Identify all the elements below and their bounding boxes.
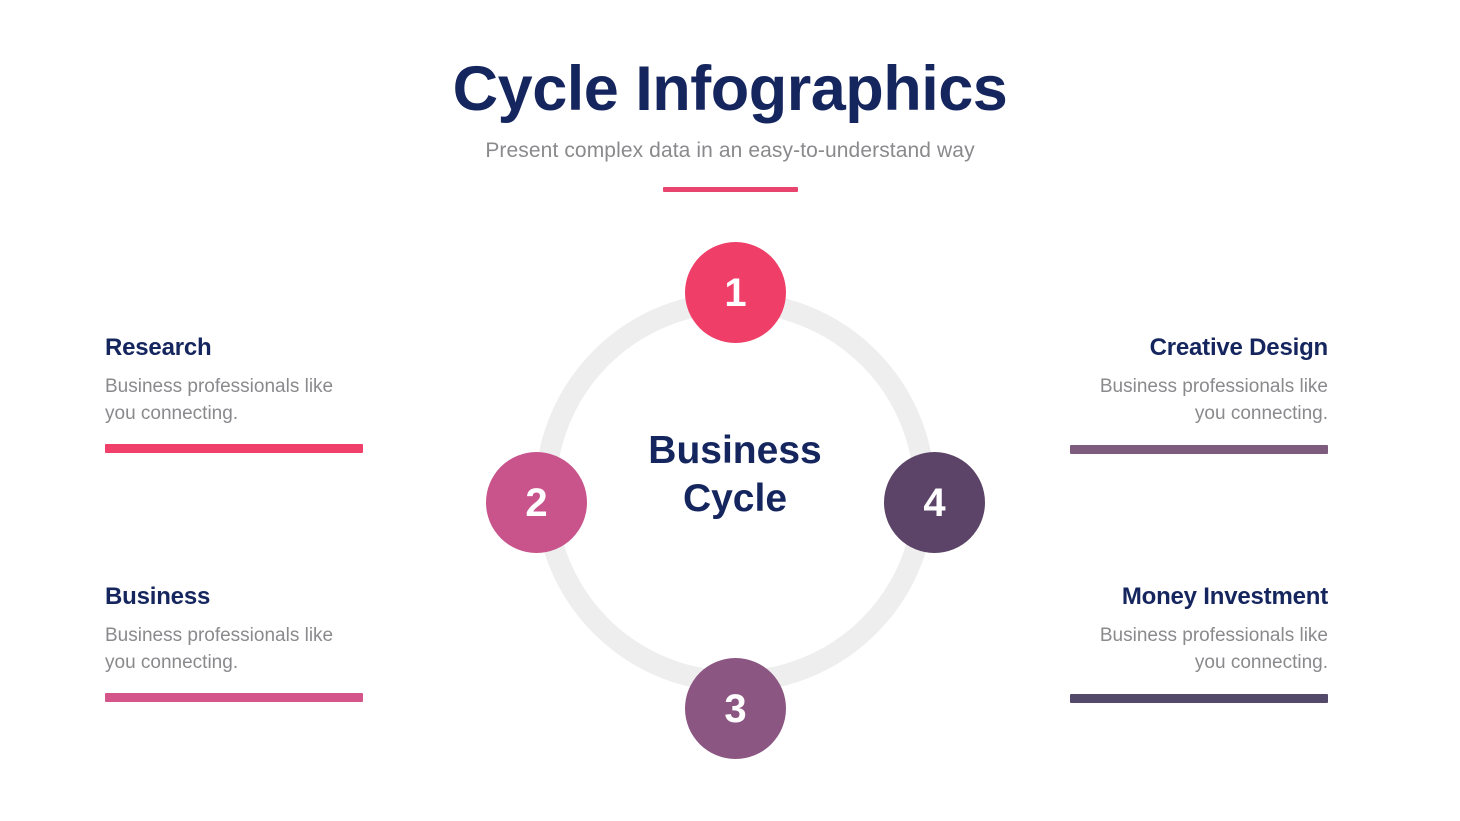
info-block-research-bar	[105, 443, 363, 453]
info-block-business-title: Business	[105, 583, 211, 610]
info-block-creative-design-description: Business professionals like you connecti…	[1099, 375, 1328, 425]
cycle-center-label: Business Cycle	[585, 427, 885, 522]
info-block-creative-design[interactable]: Creative Design Business professionals l…	[1070, 334, 1328, 454]
info-block-money-investment-title: Money Investment	[1121, 583, 1328, 610]
cycle-node-1-number: 1	[724, 270, 747, 315]
cycle-center-label-line-1: Business	[648, 429, 822, 472]
header: Cycle Infographics Present complex data …	[0, 0, 1460, 193]
cycle-node-3[interactable]: 3	[685, 658, 786, 759]
info-block-money-investment[interactable]: Money Investment Business professionals …	[1070, 583, 1328, 703]
info-block-research-description: Business professionals like you connecti…	[105, 375, 334, 425]
cycle-diagram: 1 2 3 4 Business Cycle	[486, 242, 985, 759]
cycle-node-4-number: 4	[923, 480, 946, 525]
info-block-business[interactable]: Business Business professionals like you…	[105, 583, 363, 702]
cycle-node-4[interactable]: 4	[884, 452, 985, 553]
info-block-research-title: Research	[105, 334, 212, 361]
title-divider	[662, 187, 798, 193]
info-block-business-bar	[105, 692, 363, 702]
info-block-creative-design-bar	[1070, 444, 1328, 454]
page-title: Cycle Infographics	[452, 54, 1008, 124]
info-block-money-investment-bar	[1070, 693, 1328, 703]
cycle-node-2-number: 2	[525, 480, 548, 525]
info-block-money-investment-description: Business professionals like you connecti…	[1099, 624, 1328, 674]
info-block-business-description: Business professionals like you connecti…	[105, 624, 334, 674]
cycle-center-label-line-2: Cycle	[682, 476, 788, 520]
info-block-creative-design-title: Creative Design	[1149, 334, 1329, 361]
cycle-node-3-number: 3	[724, 686, 747, 731]
info-block-research[interactable]: Research Business professionals like you…	[105, 334, 363, 453]
page-subtitle: Present complex data in an easy-to-under…	[485, 139, 975, 163]
cycle-node-1[interactable]: 1	[685, 242, 786, 343]
cycle-node-2[interactable]: 2	[486, 452, 587, 553]
